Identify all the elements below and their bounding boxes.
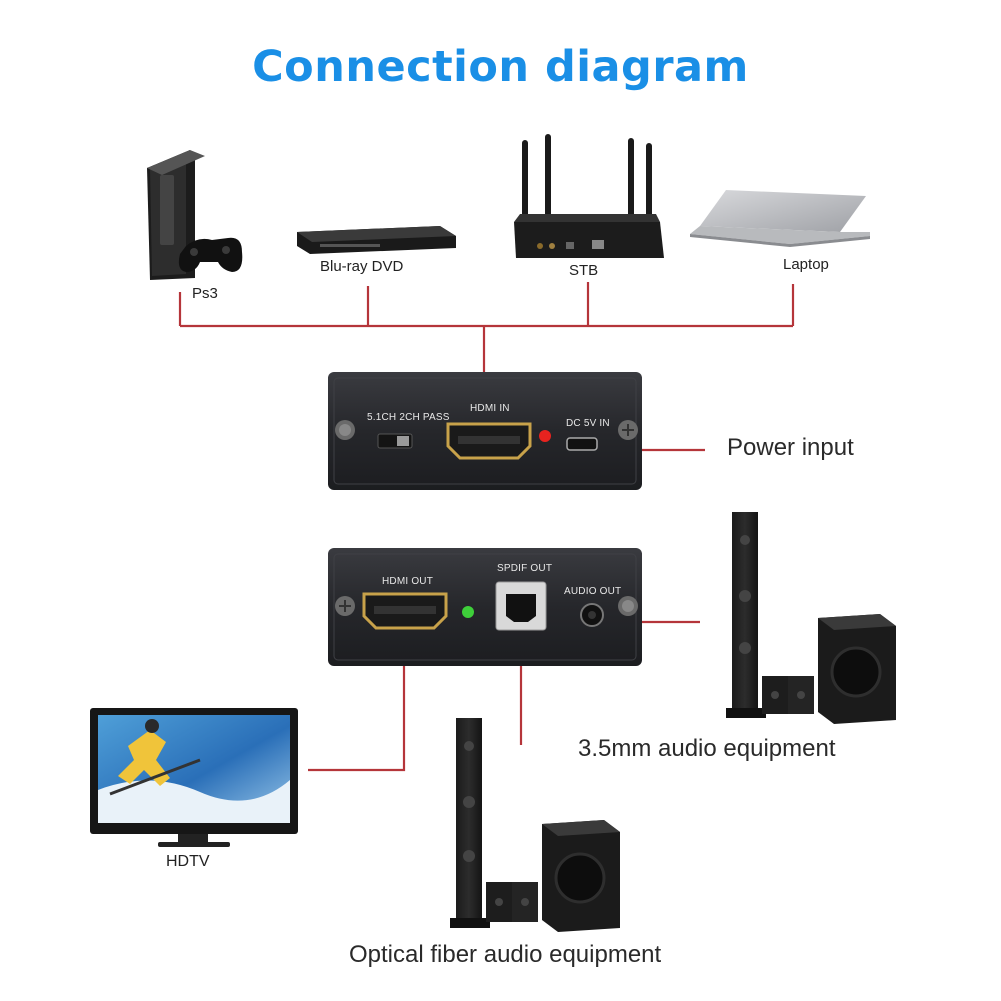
source-label-stb: STB bbox=[569, 262, 599, 279]
switch-label: 5.1CH 2CH PASS bbox=[367, 412, 450, 423]
bluray-player-icon bbox=[297, 226, 456, 254]
wire-hdtv bbox=[308, 640, 406, 772]
speaker-set-icon bbox=[726, 512, 896, 724]
game-console-icon bbox=[147, 150, 243, 280]
router-icon bbox=[514, 134, 664, 258]
audio35-label: 3.5mm audio equipment bbox=[578, 735, 836, 762]
optical-label: Optical fiber audio equipment bbox=[349, 941, 662, 968]
source-label-ps3: Ps3 bbox=[192, 285, 218, 302]
hdtv-label: HDTV bbox=[166, 853, 210, 870]
laptop-icon bbox=[690, 190, 870, 247]
tv-icon bbox=[90, 708, 298, 847]
dc-label: DC 5V IN bbox=[566, 418, 610, 429]
hdmi-in-label: HDMI IN bbox=[470, 403, 510, 414]
output-panel bbox=[328, 548, 642, 666]
dc-port bbox=[566, 437, 598, 451]
source-label-laptop: Laptop bbox=[783, 256, 829, 273]
power-input-label: Power input bbox=[727, 434, 854, 461]
status-led bbox=[462, 606, 474, 618]
speaker-set-icon bbox=[450, 718, 620, 932]
audio-out-label: AUDIO OUT bbox=[564, 586, 622, 597]
source-label-bluray: Blu-ray DVD bbox=[320, 258, 404, 275]
input-panel bbox=[328, 372, 642, 490]
wire-group bbox=[178, 282, 795, 772]
page-title: Connection diagram bbox=[252, 42, 749, 92]
status-led bbox=[539, 430, 551, 442]
hdmi-out-label: HDMI OUT bbox=[382, 576, 434, 587]
spdif-label: SPDIF OUT bbox=[497, 563, 553, 574]
